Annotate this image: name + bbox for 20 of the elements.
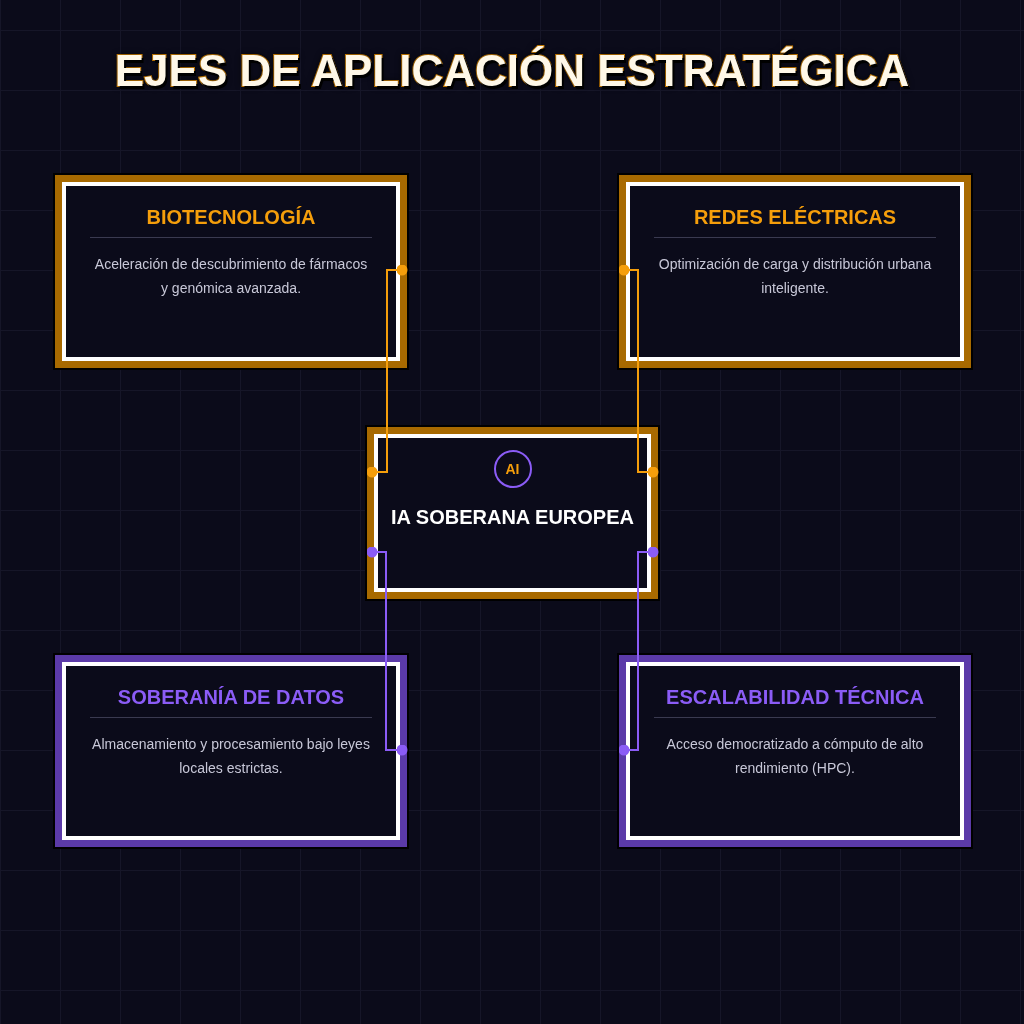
card-heading: SOBERANÍA DE DATOS xyxy=(116,686,346,710)
topic-card xyxy=(55,175,407,368)
card-heading: BIOTECNOLOGÍA xyxy=(145,206,317,230)
topic-card xyxy=(619,175,971,368)
connector-line xyxy=(366,264,408,478)
card-description: Almacenamiento y procesamiento bajo leyes locales estrictas. xyxy=(91,735,371,778)
hub-box xyxy=(367,427,658,599)
connector-line xyxy=(618,546,659,756)
card-description: Optimización de carga y distribución urbana inteligente. xyxy=(657,255,933,298)
diagram-title: EJES DE APLICACIÓN ESTRATÉGICA xyxy=(114,46,910,95)
topic-card xyxy=(55,655,407,847)
card-heading: ESCALABILIDAD TÉCNICA xyxy=(665,686,925,710)
connector-line xyxy=(618,264,659,478)
card-description: Aceleración de descubrimiento de fármacos y genómica avanzada. xyxy=(93,255,369,298)
card-description: Acceso democratizado a cómputo de alto rendimiento (HPC). xyxy=(665,735,925,778)
ai-badge: AI xyxy=(493,450,532,488)
connector-line xyxy=(366,546,408,756)
topic-card xyxy=(619,655,971,847)
card-heading: REDES ELÉCTRICAS xyxy=(692,206,898,230)
hub-title: IA SOBERANA EUROPEA xyxy=(391,506,634,529)
